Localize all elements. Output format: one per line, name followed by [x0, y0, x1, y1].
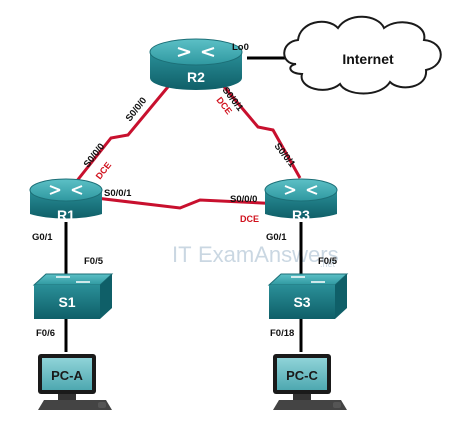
router-r2[interactable]: R2: [149, 38, 243, 90]
serial-link-r1-r2: [74, 81, 174, 183]
s1-f05-label: F0/5: [84, 256, 104, 267]
pc-a[interactable]: PC-A: [38, 354, 112, 410]
r3-g01-label: G0/1: [266, 232, 287, 243]
r2-lo0-label: Lo0: [232, 42, 249, 53]
pcc-label: PC-C: [286, 368, 318, 383]
dce-label-r1-r2: DCE: [94, 160, 114, 181]
router-arrows-icon: [49, 185, 83, 195]
watermark-suffix: .net: [320, 259, 336, 269]
s3-f018-label: F0/18: [270, 328, 294, 339]
router-arrows-icon: [177, 47, 215, 57]
switch-s1[interactable]: S1: [32, 273, 114, 319]
s1-label: S1: [58, 294, 75, 310]
serial-link-r1-r3: [95, 196, 283, 210]
watermark-it: IT: [172, 242, 192, 267]
s3-f05-label: F0/5: [318, 256, 338, 267]
r1-s001-label: S0/0/1: [104, 188, 132, 199]
r3-s000-label: S0/0/0: [230, 194, 257, 205]
r1-g01-label: G0/1: [32, 232, 53, 243]
internet-cloud: Internet: [283, 15, 442, 95]
r2-s000-label: S0/0/0: [124, 95, 150, 123]
pc-c[interactable]: PC-C: [273, 354, 347, 410]
router-arrows-icon: [284, 185, 318, 195]
s1-f06-label: F0/6: [36, 328, 55, 339]
serial-link-r2-r3: [218, 81, 302, 179]
s3-label: S3: [293, 294, 310, 310]
cloud-label: Internet: [342, 51, 394, 67]
router-r1[interactable]: R1: [29, 178, 103, 223]
router-r3[interactable]: R3: [264, 178, 338, 223]
pca-label: PC-A: [51, 368, 83, 383]
r3-label: R3: [292, 207, 310, 223]
r1-label: R1: [57, 207, 75, 223]
switch-arrows-icon: [291, 276, 325, 283]
switch-s3[interactable]: S3: [267, 273, 349, 319]
watermark: IT ExamAnswers .net: [172, 242, 339, 269]
watermark-brand: ExamAnswers: [198, 242, 339, 267]
dce-label-r3-r1: DCE: [240, 214, 259, 224]
r2-label: R2: [187, 69, 205, 85]
switch-arrows-icon: [56, 276, 90, 283]
